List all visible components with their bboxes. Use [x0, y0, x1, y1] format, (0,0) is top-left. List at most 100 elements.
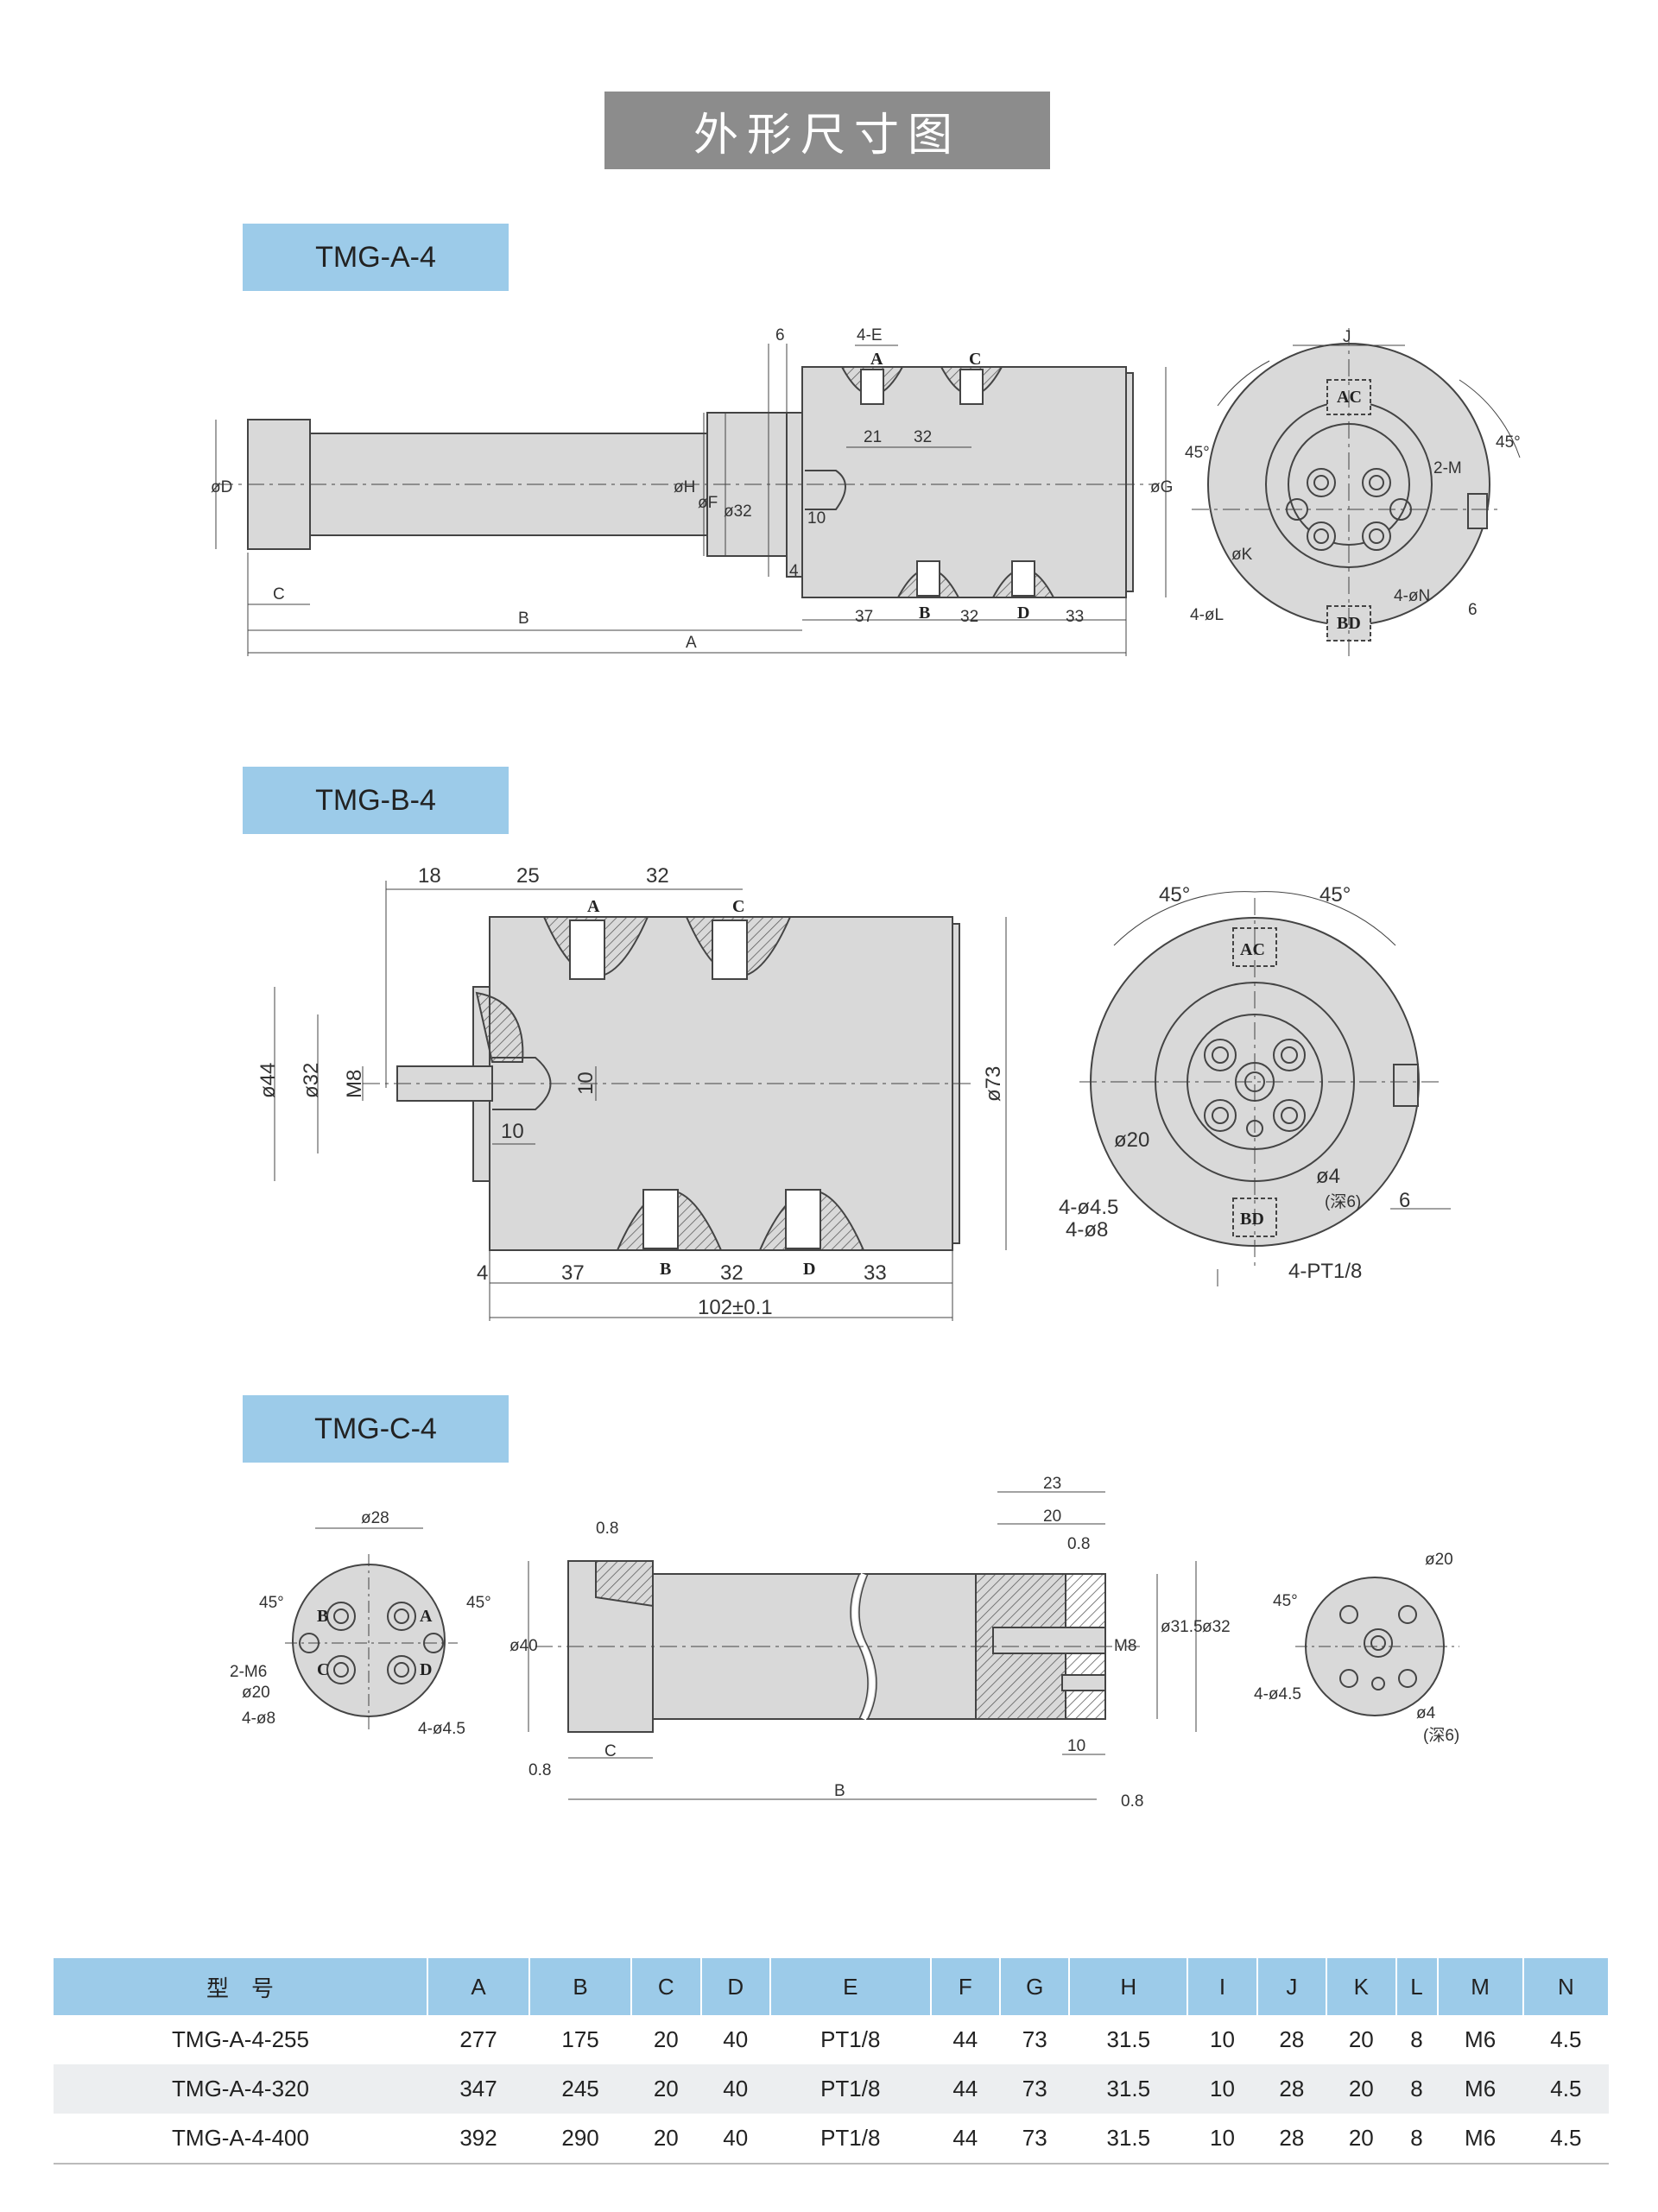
dim-a-l: 4-øL [1190, 606, 1224, 624]
dim-b-h8: 4-ø8 [1066, 1218, 1108, 1242]
cell: 10 [1209, 2125, 1235, 2151]
dim-a-phig: øG [1150, 478, 1173, 496]
cell: 8 [1395, 2064, 1438, 2114]
cell: 20 [1348, 2125, 1374, 2151]
dim-c-phi32: ø32 [1202, 1618, 1231, 1636]
dim-c-phi20: ø20 [242, 1684, 270, 1702]
dim-b-h45: 4-ø4.5 [1059, 1196, 1118, 1219]
port-a-bd: BD [1337, 614, 1361, 633]
section-tag-c: TMG-C-4 [243, 1395, 509, 1463]
dim-b-m8: M8 [343, 1070, 366, 1098]
drawing-a [215, 328, 1521, 656]
dim-b-32b: 32 [720, 1261, 744, 1285]
dim-b-phi32: ø32 [300, 1063, 323, 1098]
dim-c-phi4: ø4 [1416, 1704, 1436, 1722]
drawing-b-labels: 18 25 32 ø44 ø32 M8 10 10 ø73 4 37 32 33… [256, 864, 1410, 1319]
table-row: TMG-A-4-400 392 290 20 40 PT1/8 44 73 31… [54, 2114, 1609, 2164]
dim-b-total: 102±0.1 [698, 1296, 773, 1319]
cell: 8 [1410, 2125, 1423, 2151]
drawing-c [285, 1491, 1459, 1800]
cell: 44 [930, 2064, 1000, 2114]
port-b-ac: AC [1240, 940, 1265, 959]
dim-a-phif: øF [698, 494, 718, 512]
port-b-b: B [660, 1260, 671, 1279]
cell: 8 [1410, 2026, 1423, 2052]
port-b-d: D [803, 1260, 815, 1279]
dim-b-phi73: ø73 [982, 1066, 1005, 1102]
angle-a-45r: 45° [1496, 433, 1521, 452]
section-tag-b: TMG-B-4 [243, 767, 509, 834]
dim-a-10: 10 [807, 509, 826, 528]
cell: 20 [1348, 2026, 1374, 2052]
header-n: N [1522, 1958, 1611, 2015]
main-body [801, 366, 1127, 598]
cell: 40 [700, 2064, 770, 2114]
dim-c-r08d: 0.8 [1121, 1792, 1143, 1811]
dim-a-c: C [273, 585, 285, 604]
drawing-a-labels: 6 4-E 21 32 10 4 37 32 33 C B A J 2-M øK… [211, 326, 1521, 652]
cell: 73 [999, 2064, 1070, 2114]
dim-b-33: 33 [864, 1261, 887, 1285]
port-b-bd: BD [1240, 1210, 1264, 1229]
dim-a-6: 6 [775, 326, 785, 344]
dim-a-4e: 4-E [857, 326, 883, 344]
cell-model: TMG-A-4-255 [172, 2026, 309, 2052]
cell: PT1/8 [820, 2125, 881, 2151]
cell: 347 [427, 2064, 530, 2114]
port-c-b: B [317, 1607, 328, 1626]
dim-c-r08c: 0.8 [1067, 1535, 1090, 1553]
port-c-c: C [317, 1660, 329, 1679]
header-j: J [1256, 1958, 1328, 2015]
port-a-d: D [1017, 604, 1029, 623]
angle-c-45l: 45° [259, 1594, 284, 1612]
angle-a-45l: 45° [1185, 444, 1210, 462]
angle-c-45rv: 45° [1273, 1592, 1298, 1610]
dim-c-20: 20 [1043, 1507, 1061, 1526]
cell: 392 [459, 2125, 497, 2151]
cell: M6 [1465, 2026, 1497, 2052]
header-k: K [1326, 1958, 1397, 2015]
dim-c-phi315: ø31.5 [1161, 1618, 1203, 1636]
dim-c-23: 23 [1043, 1475, 1061, 1493]
dim-a-33: 33 [1066, 608, 1084, 626]
header-f: F [930, 1958, 1001, 2015]
cell: 175 [561, 2026, 599, 2052]
dim-c-10: 10 [1067, 1737, 1085, 1755]
header-a: A [427, 1958, 531, 2015]
header-c: C [631, 1958, 702, 2015]
cell: 20 [631, 2064, 701, 2114]
cell-model: TMG-A-4-320 [54, 2064, 427, 2114]
port-a-a: A [870, 350, 883, 369]
header-h: H [1069, 1958, 1189, 2015]
header-g: G [999, 1958, 1071, 2015]
dim-b-phi44: ø44 [256, 1063, 280, 1098]
cell: 277 [459, 2026, 497, 2052]
dim-a-phid: øD [211, 478, 232, 496]
port-a-b: B [919, 604, 930, 623]
drawing-b [274, 881, 1451, 1321]
dim-b-37: 37 [561, 1261, 585, 1285]
cell: 4.5 [1550, 2125, 1582, 2151]
dim-a-k: øK [1231, 546, 1253, 564]
cell: PT1/8 [820, 2026, 881, 2052]
cell: 73 [1022, 2026, 1047, 2052]
port-a-c: C [969, 350, 981, 369]
port-c-d: D [420, 1660, 432, 1679]
dim-b-deep: (深6) [1325, 1192, 1361, 1211]
dim-b-pt: 4-PT1/8 [1288, 1260, 1362, 1283]
header-e: E [769, 1958, 932, 2015]
dim-b-phi20: ø20 [1114, 1128, 1149, 1152]
dim-a-37: 37 [855, 608, 873, 626]
cell: 31.5 [1106, 2026, 1151, 2052]
dim-c-deep: (深6) [1423, 1726, 1459, 1745]
dim-c-c: C [604, 1742, 617, 1760]
header-i: I [1187, 1958, 1258, 2015]
dim-c-m6: 2-M6 [230, 1663, 267, 1681]
cell: 28 [1279, 2026, 1305, 2052]
port-a-ac: AC [1337, 388, 1362, 407]
cell: 28 [1256, 2064, 1327, 2114]
dim-a-32: 32 [914, 428, 932, 446]
dim-c-b: B [834, 1782, 845, 1800]
dim-c-r08b: 0.8 [528, 1761, 551, 1779]
